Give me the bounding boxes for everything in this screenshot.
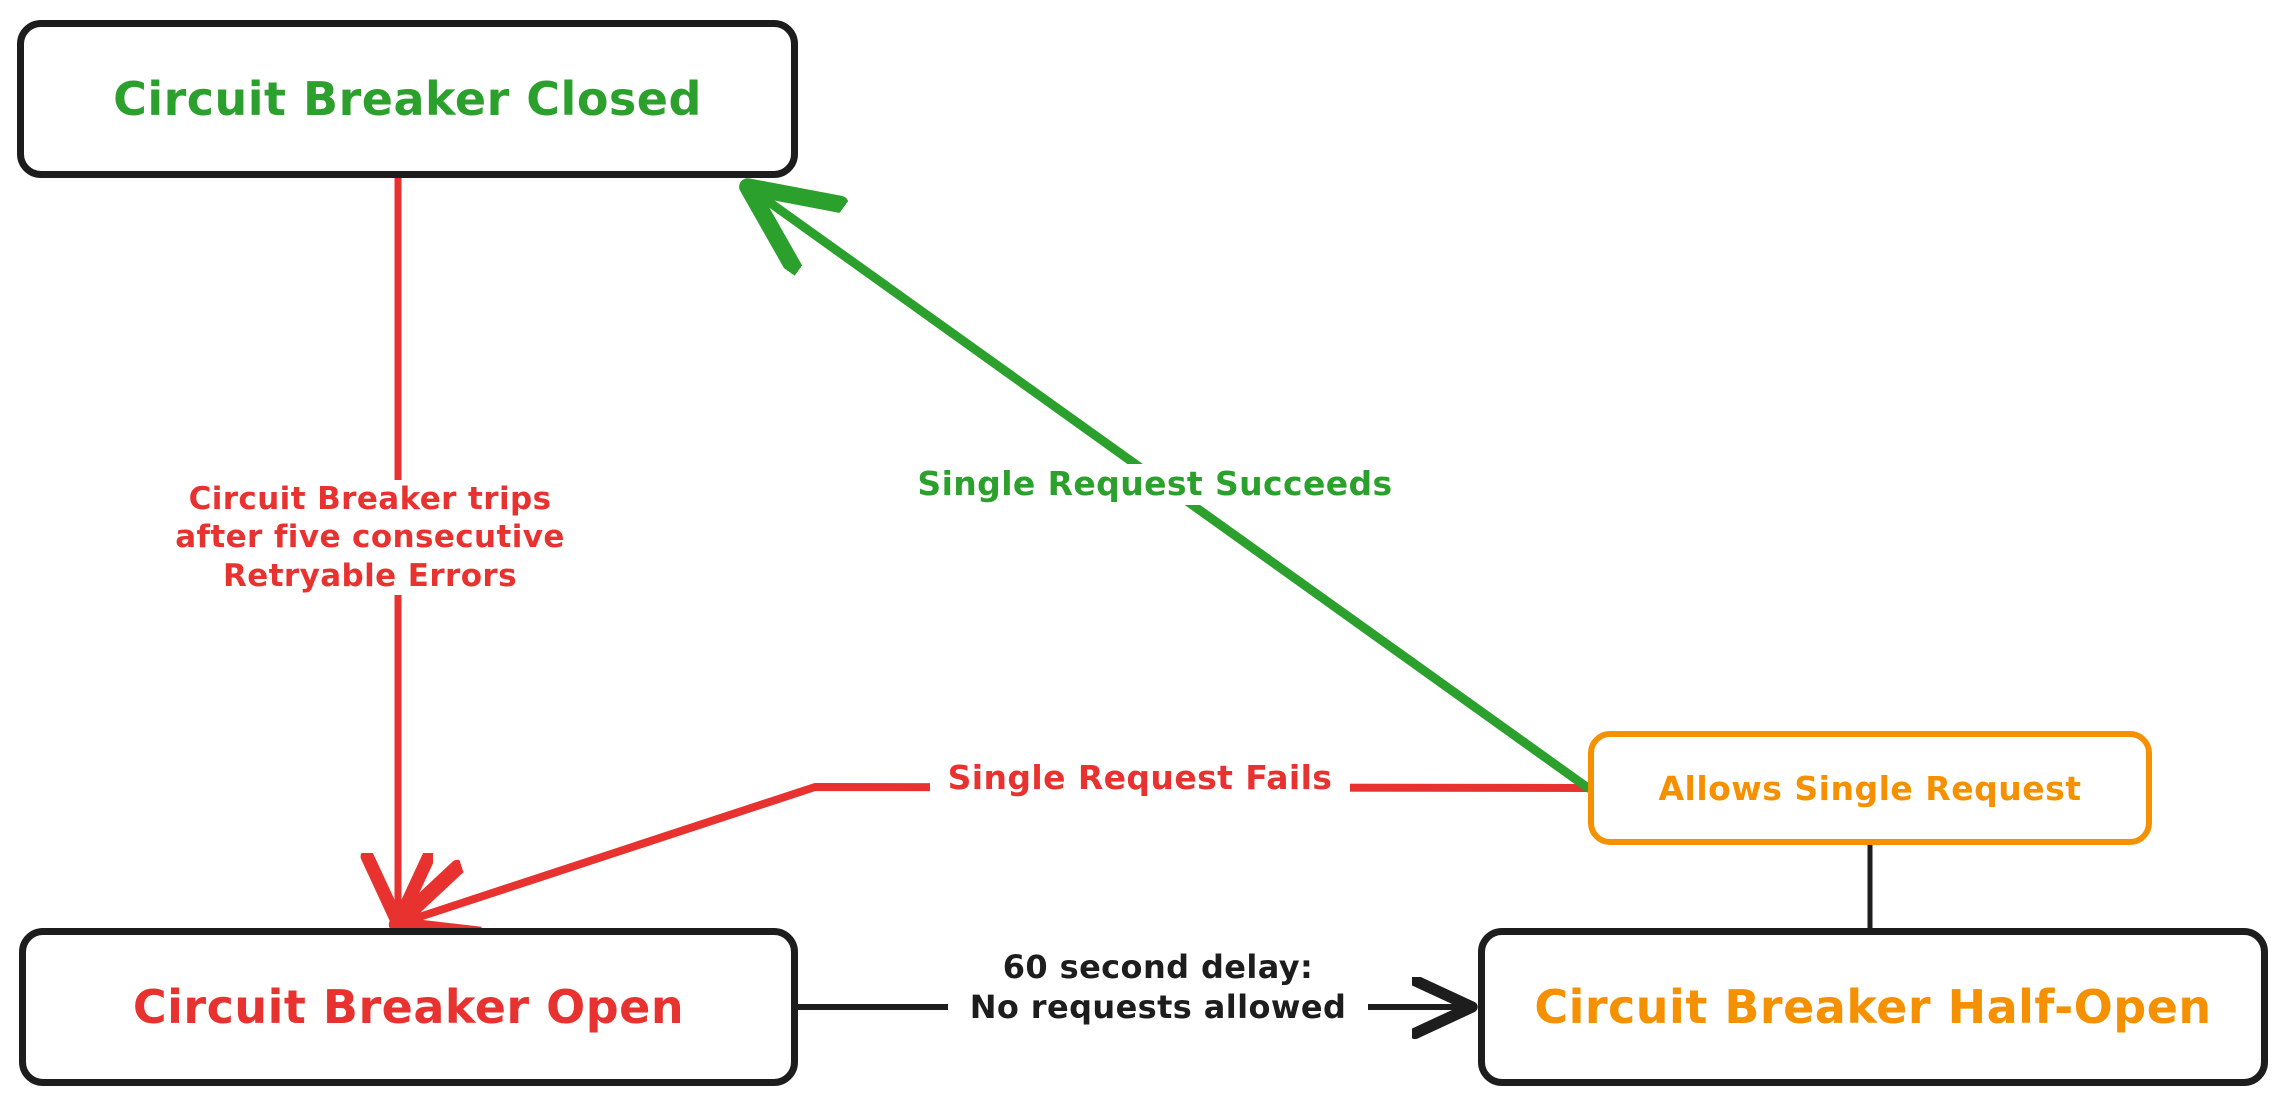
node-circuit-breaker-open[interactable]: Circuit Breaker Open [19, 928, 798, 1086]
edge-label-60-second-delay: 60 second delay: No requests allowed [948, 948, 1368, 1028]
node-label-closed: Circuit Breaker Closed [113, 72, 702, 126]
node-allows-single-request[interactable]: Allows Single Request [1588, 731, 2152, 845]
node-circuit-breaker-closed[interactable]: Circuit Breaker Closed [17, 20, 798, 178]
edge-label-single-request-succeeds: Single Request Succeeds [905, 464, 1405, 505]
edge-label-single-request-fails: Single Request Fails [930, 758, 1350, 799]
node-circuit-breaker-half-open[interactable]: Circuit Breaker Half-Open [1478, 928, 2268, 1086]
edge-label-line: No requests allowed [969, 987, 1347, 1026]
node-label-allows-single-request: Allows Single Request [1658, 768, 2082, 808]
edge-label-line: after five consecutive [175, 519, 565, 556]
edge-label-circuit-breaker-trips: Circuit Breaker trips after five consecu… [165, 480, 575, 596]
node-label-open: Circuit Breaker Open [132, 980, 685, 1034]
edge-label-line: Circuit Breaker trips [188, 481, 552, 517]
edge-allows-to-open [404, 783, 1592, 922]
edge-label-line: Retryable Errors [223, 557, 517, 594]
edge-label-line: 60 second delay: [1002, 948, 1314, 986]
node-label-half-open: Circuit Breaker Half-Open [1534, 980, 2212, 1034]
